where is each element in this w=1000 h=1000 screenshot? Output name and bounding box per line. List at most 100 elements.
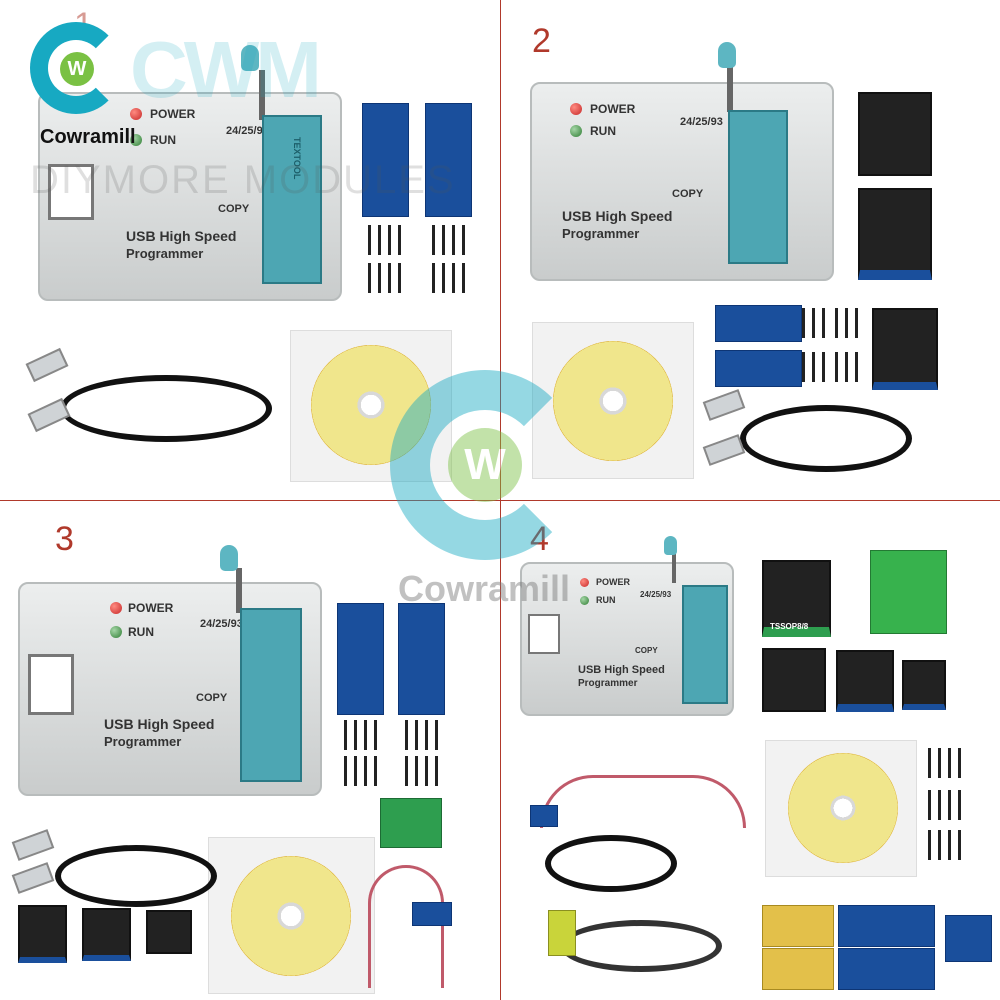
zif-lever — [236, 568, 242, 613]
programmer-title: USB High Speed — [126, 228, 237, 244]
lever-knob — [718, 42, 736, 68]
usb-plug — [11, 862, 55, 894]
chip-label: 24/25/93 — [680, 116, 723, 128]
run-label: RUN — [128, 625, 154, 639]
sop8-socket — [872, 308, 938, 390]
1.8v-adapter — [380, 798, 442, 848]
cd-disc — [231, 856, 351, 976]
pin-header — [928, 790, 966, 820]
adapter-board — [362, 103, 409, 217]
pin-header — [432, 263, 466, 293]
pin-header — [368, 263, 402, 293]
pin-header — [928, 830, 966, 860]
run-led — [110, 626, 122, 638]
usb-cable — [55, 845, 217, 907]
panel-2: 2 POWER RUN 24/25/93 COPY USB High Speed… — [500, 0, 1000, 500]
zif-socket — [728, 110, 788, 264]
pin-header — [835, 308, 863, 338]
zif-lever — [727, 62, 733, 112]
usb-port — [48, 164, 94, 220]
chip-label: 24/25/93 — [640, 590, 672, 599]
diymore-watermark: DIYMORE MODULES — [30, 158, 456, 202]
clip-board — [530, 805, 558, 827]
cd-sleeve — [765, 740, 917, 877]
sop8-adapter — [902, 660, 946, 710]
programmer-subtitle: Programmer — [578, 678, 638, 689]
run-led — [580, 596, 589, 605]
logo-watermark: W — [30, 22, 140, 132]
pin-header — [432, 225, 466, 255]
lever-knob — [241, 45, 259, 71]
chip-label: 24/25/93 — [200, 618, 243, 630]
lever-knob — [220, 545, 238, 571]
zif-socket — [240, 608, 302, 782]
usb-plug — [11, 829, 55, 861]
center-logo-w: W — [448, 428, 522, 502]
center-logo-watermark: W — [390, 370, 590, 570]
pin-header — [802, 308, 830, 338]
run-label: RUN — [150, 133, 176, 147]
usb-plug — [25, 347, 69, 383]
pin-header — [802, 352, 830, 382]
sop8-adapter — [858, 188, 932, 280]
clip-board — [412, 902, 452, 926]
tssop8-adapter: TSSOP8/8 — [762, 560, 831, 637]
usb-cable — [60, 375, 272, 442]
adapter-board — [945, 915, 992, 962]
usb-port — [528, 614, 560, 654]
copy-label: COPY — [635, 646, 658, 655]
usb-plug — [27, 397, 71, 433]
test-clip-cable — [540, 775, 746, 828]
usb-plug — [702, 389, 746, 421]
zif-socket: TEXTOOL — [262, 115, 322, 284]
yellow-board — [762, 905, 834, 947]
zif-socket — [682, 585, 728, 704]
adapter-board — [425, 103, 472, 217]
lcd-cable — [560, 920, 722, 972]
pin-header — [405, 756, 439, 786]
usb-port — [28, 654, 74, 715]
adapter-board — [838, 948, 935, 990]
test-clip-cable — [368, 865, 444, 988]
zif-lever — [672, 548, 676, 583]
power-led — [580, 578, 589, 587]
cd-sleeve — [208, 837, 375, 994]
copy-label: COPY — [672, 188, 704, 200]
run-label: RUN — [596, 595, 616, 605]
adapter-board — [398, 603, 445, 715]
programmer-title: USB High Speed — [562, 208, 673, 224]
yellow-board — [762, 948, 834, 990]
programmer-subtitle: Programmer — [562, 226, 640, 241]
copy-label: COPY — [196, 692, 228, 704]
panel-4: 4 POWER RUN 24/25/93 COPY USB High Speed… — [500, 500, 1000, 1000]
programmer-title: USB High Speed — [104, 716, 215, 732]
power-label: POWER — [128, 601, 174, 615]
lever-knob — [664, 536, 677, 555]
pin-header — [368, 225, 402, 255]
brand-label: Cowramill — [40, 126, 136, 148]
tssop8-label: TSSOP8/8 — [770, 622, 809, 631]
adapter-board — [838, 905, 935, 947]
zif-adapter-board — [870, 550, 947, 634]
center-brand-watermark: Cowramill — [398, 568, 571, 609]
power-label: POWER — [596, 577, 631, 587]
adapter-board — [715, 350, 802, 387]
adapter-board — [715, 305, 802, 342]
panel-number: 2 — [532, 22, 551, 60]
power-led — [130, 108, 142, 120]
sop8-adapter — [762, 648, 826, 712]
power-label: POWER — [590, 102, 636, 116]
logo-w: W — [60, 52, 94, 86]
usb-plug — [702, 434, 746, 466]
sop8-adapter — [146, 910, 192, 954]
copy-label: COPY — [218, 203, 250, 215]
run-led — [570, 125, 582, 137]
panel-1: 1 POWER RUN 24/25/93 COPY USB High Speed… — [0, 0, 500, 500]
logo-letters-watermark: CWM — [130, 25, 322, 114]
programmer-title: USB High Speed — [578, 664, 665, 676]
power-label: POWER — [150, 107, 196, 121]
panel-3: 3 POWER RUN 24/25/93 COPY USB High Speed… — [0, 500, 500, 1000]
zif-lever — [259, 70, 265, 120]
power-led — [570, 103, 582, 115]
pin-header — [405, 720, 439, 750]
